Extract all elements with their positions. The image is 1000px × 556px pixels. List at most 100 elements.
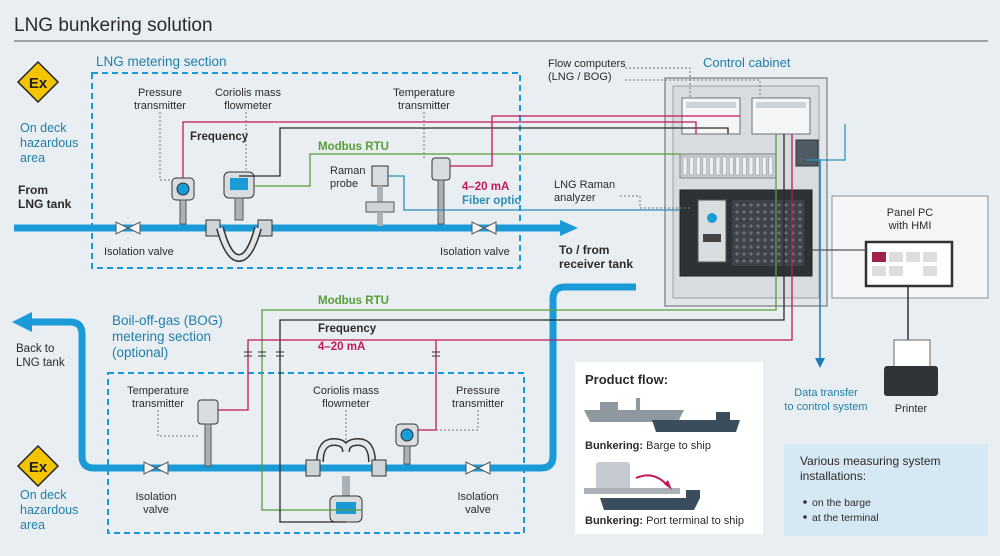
product-flow-item1: Bunkering: Barge to ship <box>585 440 711 452</box>
current-label: 4–20 mA <box>462 181 509 193</box>
pressure-transmitter-bog <box>395 423 419 465</box>
isolation-valve-left-label: Isolation valve <box>104 246 174 258</box>
page-title: LNG bunkering solution <box>14 15 213 36</box>
hazard-sign-top: Ex <box>16 60 60 104</box>
product-flow-item1-text: Barge to ship <box>646 440 711 452</box>
printer-paper <box>893 339 931 371</box>
panel-pc-tile <box>923 252 937 262</box>
various-item-1: on the barge <box>812 497 871 509</box>
bog-modbus-line <box>261 134 777 511</box>
raman-probe <box>365 165 395 226</box>
bog-temp-current-line <box>218 339 436 411</box>
panel-pc-tile <box>906 252 920 262</box>
panel-pc-tile <box>889 266 903 276</box>
printer-label: Printer <box>895 403 928 415</box>
product-flow-item2-text: Port terminal to ship <box>646 515 744 527</box>
raman-analyzer-knob <box>707 213 717 223</box>
terminal-to-ship-illustration <box>584 462 700 510</box>
bog-current-label: 4–20 mA <box>318 341 365 353</box>
bog-return-arrow <box>12 312 32 332</box>
data-transfer-arrow <box>815 358 825 368</box>
flow-computers-leader <box>625 67 691 98</box>
signal-barrier <box>244 351 440 357</box>
hazard-sign-bottom: Ex <box>16 444 60 488</box>
raman-analyzer-panel <box>697 199 727 263</box>
panel-pc-tile <box>923 266 937 276</box>
barge-to-ship-illustration <box>584 398 740 432</box>
panel-pc-tile <box>889 252 903 262</box>
product-flow-title: Product flow: <box>585 372 668 387</box>
bog-modbus-label: Modbus RTU <box>318 295 389 307</box>
temperature-transmitter-top <box>431 157 451 225</box>
pressure-current-line <box>182 121 697 178</box>
flow-computer-bog-display <box>756 102 806 108</box>
terminal-strip <box>679 153 777 179</box>
bog-frequency-label: Frequency <box>318 323 377 335</box>
temperature-transmitter-bog <box>197 399 219 467</box>
product-flow-item1-bold: Bunkering: <box>585 440 643 452</box>
lng-pipe-arrow <box>560 220 578 236</box>
hazard-symbol-top: Ex <box>29 75 48 92</box>
panel-pc-tile <box>872 266 886 276</box>
network-switch <box>795 139 819 167</box>
various-installations-box <box>784 444 988 536</box>
bog-section-box <box>107 372 525 534</box>
fiber-optic-line <box>388 175 680 211</box>
product-flow-item2: Bunkering: Port terminal to ship <box>585 515 744 527</box>
isolation-valve-left <box>115 221 141 235</box>
raman-analyzer-leader <box>620 195 690 209</box>
panel-pc-tile-red <box>872 252 886 262</box>
flow-computer-lng-display <box>686 102 736 108</box>
isolation-valve-right <box>471 221 497 235</box>
product-flow-item2-bold: Bunkering: <box>585 515 643 527</box>
raman-analyzer-buttons <box>703 234 721 242</box>
frequency-line <box>239 127 729 177</box>
bog-frequency-line <box>279 134 785 523</box>
modbus-line <box>254 153 680 187</box>
frequency-label: Frequency <box>190 131 249 143</box>
fiber-label: Fiber optic <box>462 195 521 207</box>
printer-body <box>884 366 938 396</box>
isolation-valve-right-label: Isolation valve <box>440 246 510 258</box>
flow-computers-leader-2 <box>625 79 761 98</box>
bog-pressure-leader <box>418 410 479 431</box>
control-cabinet-label: Control cabinet <box>703 55 791 70</box>
flow-computers-label: Flow computers(LNG / BOG) <box>548 58 626 83</box>
cabinet-to-panel-cable <box>806 124 846 161</box>
isolation-valve-bog-right <box>465 461 491 475</box>
metering-section-box <box>91 72 521 269</box>
coriolis-flowmeter-bog <box>305 437 387 523</box>
pressure-transmitter-top <box>171 177 195 225</box>
various-item-2: at the terminal <box>812 512 879 524</box>
panel-pc-screen <box>864 240 954 288</box>
modbus-label: Modbus RTU <box>318 141 389 153</box>
coriolis-flowmeter-top <box>205 171 273 263</box>
various-installations-list: on the barge at the terminal <box>803 497 879 524</box>
metering-section-title: LNG metering section <box>96 54 227 69</box>
bog-section-title: Boil-off-gas (BOG)metering section(optio… <box>112 313 223 360</box>
bog-temp-leader <box>157 410 198 437</box>
temp-current-line <box>450 115 740 167</box>
isolation-valve-bog-left <box>143 461 169 475</box>
hazard-symbol-bottom: Ex <box>29 459 48 476</box>
terminal-stripes <box>682 156 774 176</box>
